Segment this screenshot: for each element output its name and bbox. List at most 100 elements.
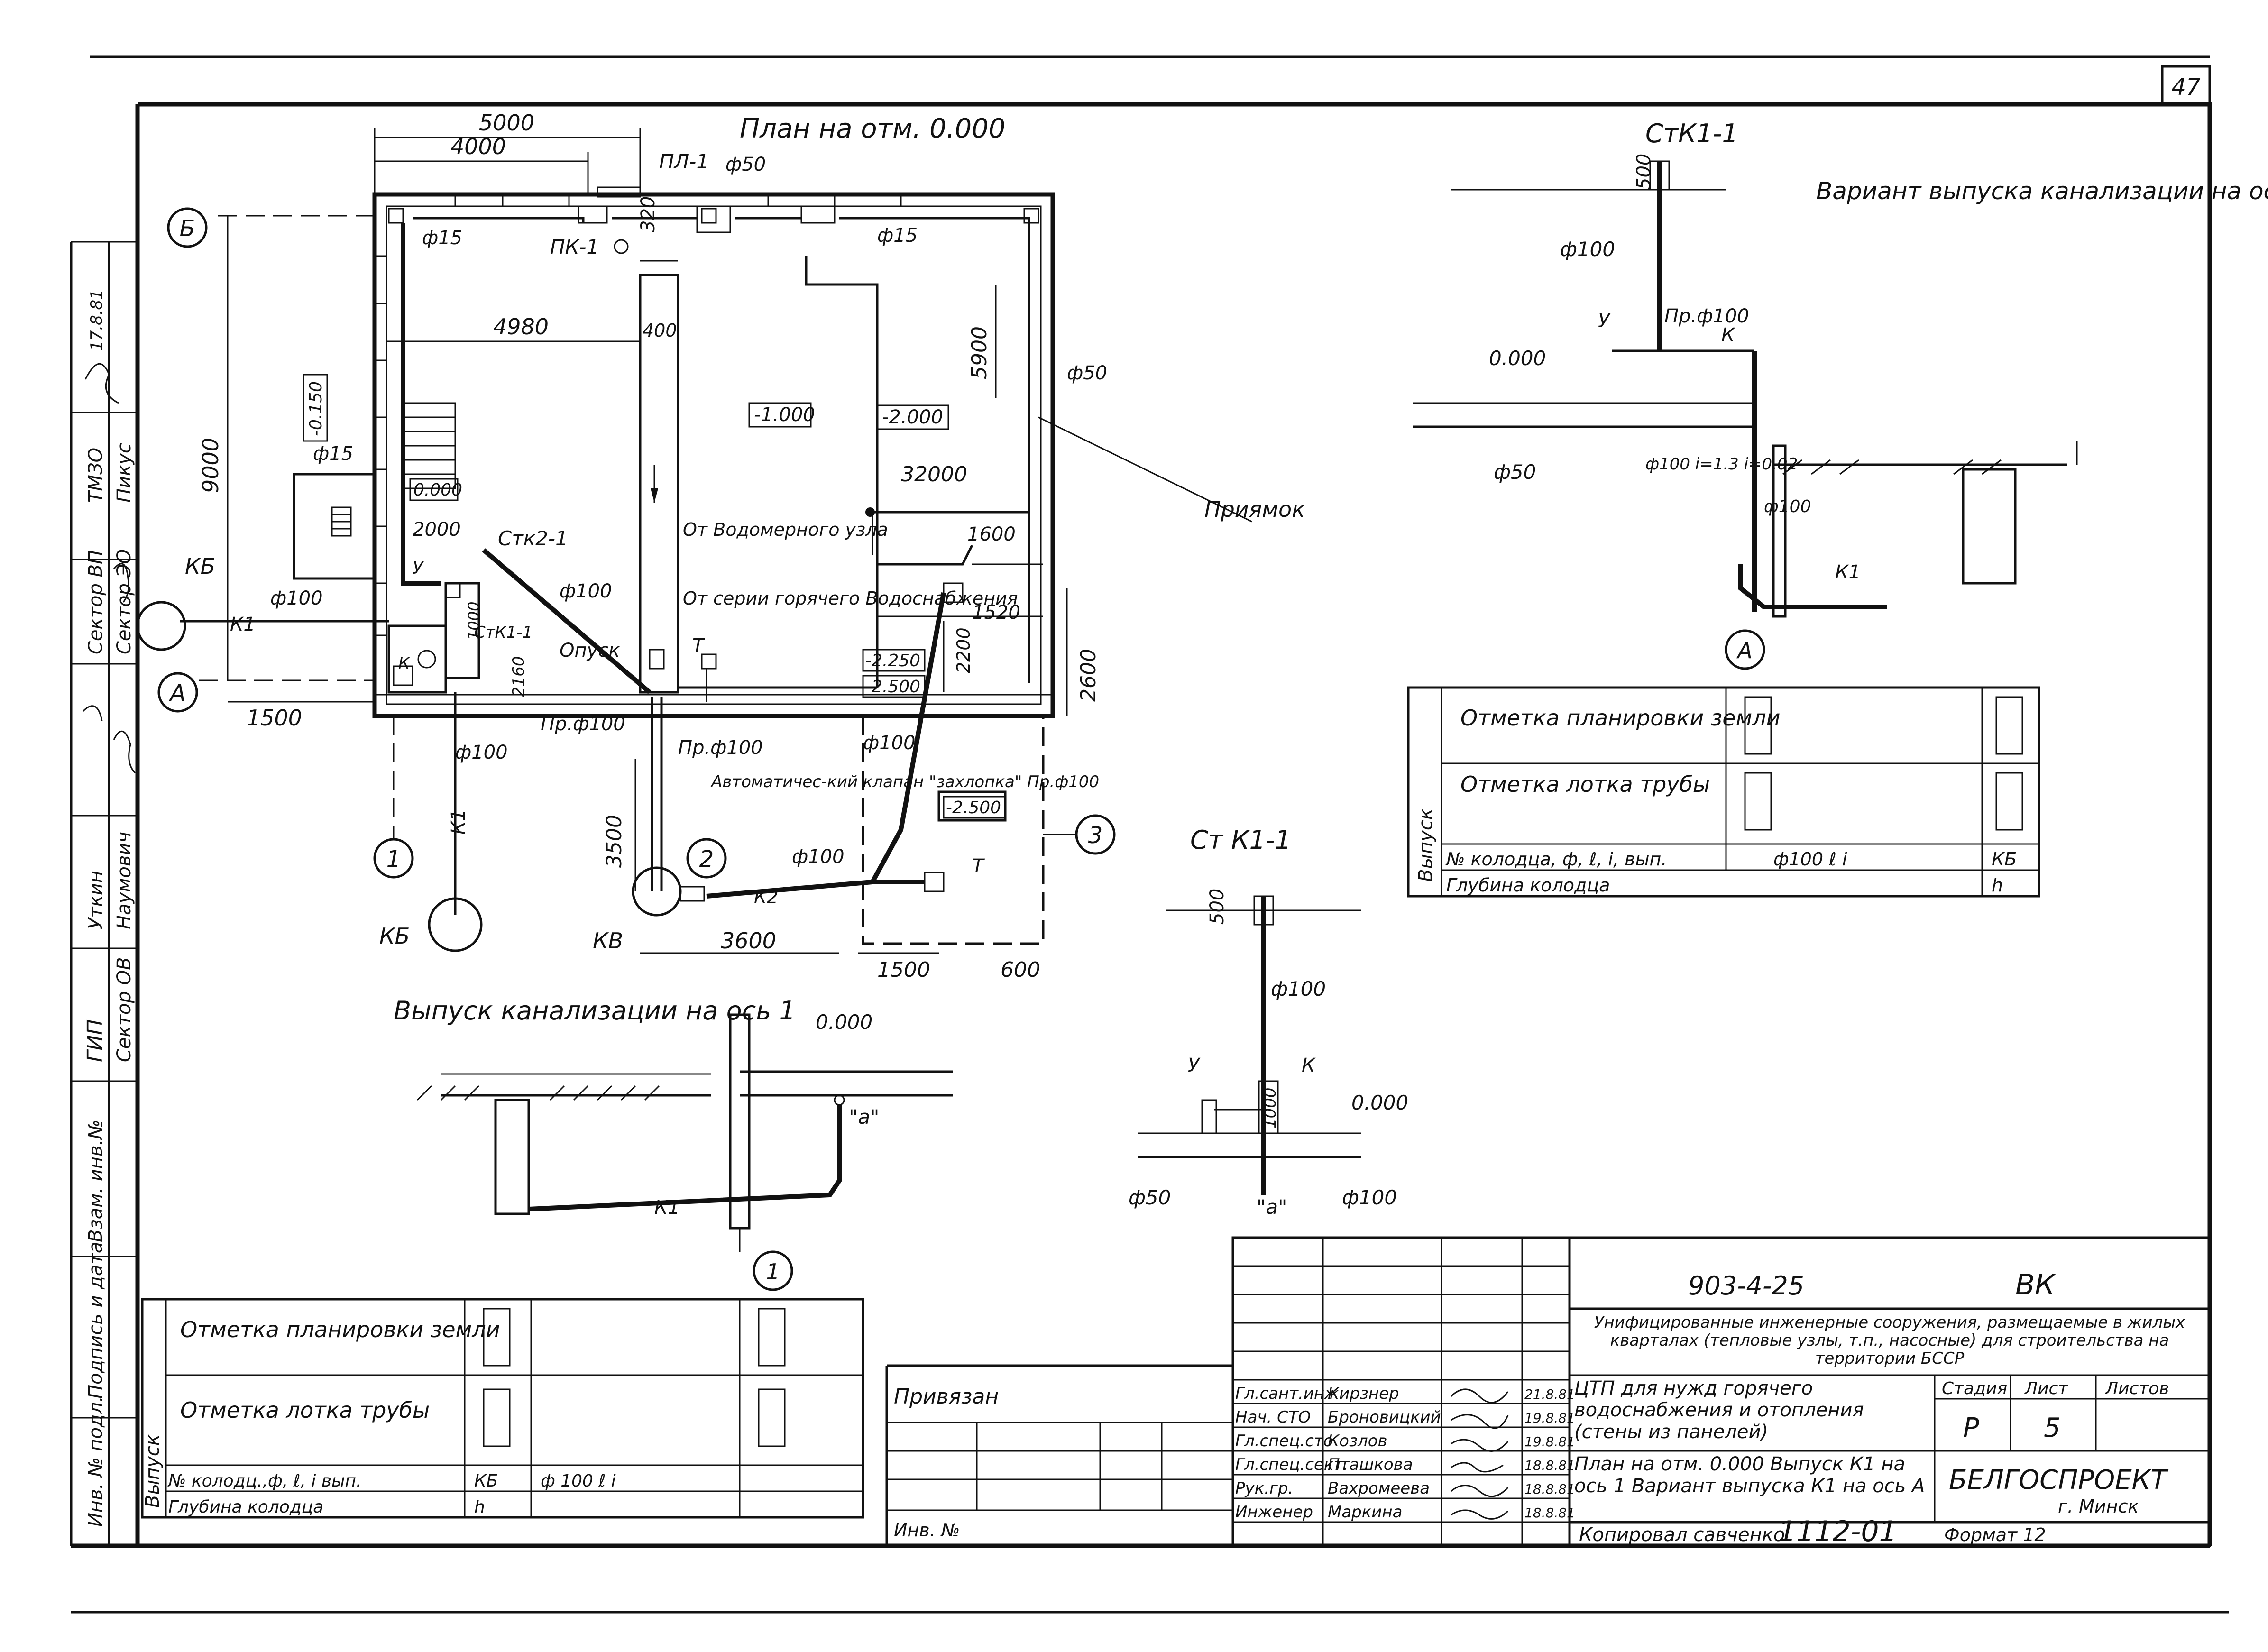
pipe-dia: ф100 — [270, 587, 323, 609]
stamp-role: Нач. СТО — [1235, 1408, 1311, 1427]
table-value: h — [1992, 875, 2003, 896]
table-row-label: № колодца, ф, ℓ, i, вып. — [1445, 849, 1667, 870]
inner-wall — [386, 205, 1042, 705]
stamp-sheet: 5 — [2044, 1413, 2061, 1443]
stair — [402, 402, 456, 489]
label-priamok: Приямок — [1204, 496, 1305, 522]
section-label: ф100 — [1271, 977, 1326, 1000]
pipe-dia: ф100 — [792, 846, 845, 868]
margin-label: Пикус — [113, 443, 135, 503]
soil-hatch — [1782, 459, 2002, 475]
axis-marker-3 — [1075, 814, 1116, 855]
sheet-code: 903-4-25 — [1688, 1271, 1804, 1301]
dim-label: 5900 — [967, 326, 992, 379]
stamp-date: 19.8.81 — [1524, 1410, 1575, 1426]
stamp-archive: 1112-01 — [1778, 1515, 1897, 1548]
table-value: КБ — [474, 1471, 498, 1491]
level-mark: -2.000 — [882, 406, 943, 428]
stamp-name: Броновицкий — [1328, 1408, 1441, 1427]
sheet-mark: ВК — [2015, 1268, 2056, 1302]
label-pk1: ПК-1 — [550, 235, 599, 258]
dim-label: 1520 — [972, 602, 1020, 624]
axis-label: Б — [180, 215, 195, 242]
dim-label: 5000 — [479, 110, 534, 136]
label-stk2: Стк2-1 — [498, 527, 568, 550]
stamp-sheet-title: План на отм. 0.000 Выпуск К1 на ось 1 Ва… — [1574, 1453, 1925, 1497]
label-avtoklapan: Автоматичес-кий клапан "захлопка" Пр.ф10… — [710, 772, 1099, 791]
stamp-sheets-label: Листов — [2104, 1379, 2169, 1398]
stamp-role: Гл.спец.сто — [1235, 1432, 1333, 1450]
axis-marker-a — [157, 672, 198, 713]
label-from-water: От Водомерного узла — [683, 519, 888, 540]
pipe-dia: ф15 — [422, 227, 462, 249]
label-kb: КБ — [185, 553, 215, 579]
label-t: Т — [692, 635, 706, 657]
margin-label: Наумович — [113, 832, 135, 929]
variant-label: ф100 — [1560, 238, 1615, 261]
label-y: У — [413, 559, 424, 578]
stamp-role: Инженер — [1235, 1503, 1313, 1522]
label-k2: К2 — [754, 887, 778, 908]
margin-label: ТМЗО — [85, 448, 107, 503]
dim-label: 2000 — [413, 519, 461, 541]
stamp-date: 18.8.81 — [1524, 1481, 1575, 1497]
variant-detail: СтК1-1 Вариант выпуска канализации на ос… — [1413, 119, 2268, 670]
variant-label: 0.000 — [1489, 347, 1546, 370]
stamp-name: Вахромеева — [1328, 1479, 1430, 1498]
section-label: 500 — [1206, 889, 1228, 925]
section-title: Ст К1-1 — [1190, 825, 1291, 855]
axis-marker-2 — [686, 838, 727, 879]
dim-label: 4000 — [450, 134, 506, 159]
pipe-dia: ф100 — [560, 580, 612, 602]
level-mark: -2.500 — [865, 677, 920, 697]
stamp-copied: Копировал савченко — [1579, 1524, 1785, 1546]
axis-marker-1 — [373, 838, 414, 879]
bound-label: Привязан — [894, 1385, 999, 1409]
level-mark: -2.500 — [946, 798, 1001, 817]
dim-label: 400 — [643, 320, 677, 341]
stamp-format: Формат 12 — [1944, 1524, 2046, 1545]
stamp-role: Гл.сант.инж. — [1235, 1384, 1344, 1403]
dim-label: 320 — [637, 196, 659, 232]
dim-label: 2160 — [509, 656, 528, 697]
title-block: Привязан Инв. № Гл.сант.инж. Кирзнер 21.… — [885, 1236, 2211, 1548]
interior-column — [639, 274, 679, 694]
label-kb: КБ — [379, 923, 410, 949]
vypusk1-label: 0.000 — [816, 1010, 872, 1034]
soil-hatch — [416, 1085, 660, 1101]
dim-label: 9000 — [198, 438, 223, 493]
table-row-label: Глубина колодца — [1446, 875, 1610, 896]
stamp-stage-label: Стадия — [1942, 1379, 2007, 1398]
margin-label: Инв. № подл. — [85, 1396, 107, 1527]
well-kv — [632, 866, 682, 917]
axis-label: 1 — [766, 1259, 780, 1285]
pipe-dia: ф50 — [1067, 362, 1107, 384]
stamp-signatures — [1450, 1388, 1509, 1520]
dim-label: 2200 — [953, 627, 974, 673]
axis-label: А — [169, 680, 186, 707]
table-value: КБ — [1992, 849, 2017, 870]
stamp-sheet-label: Лист — [2024, 1379, 2068, 1398]
label-stk1: СтК1-1 — [474, 623, 533, 642]
entrance-pit — [293, 473, 375, 580]
table-side-label: Выпуск — [142, 1434, 164, 1508]
stamp-date: 18.8.81 — [1524, 1505, 1575, 1521]
dim-label: 600 — [1001, 958, 1040, 982]
level-mark: -2.250 — [865, 651, 920, 670]
section-label: К — [1302, 1055, 1316, 1076]
label-k: К — [398, 654, 411, 673]
outlet-axis1: Выпуск канализации на ось 1 1 0.000 "а" … — [394, 996, 953, 1291]
table-row-label: Глубина колодца — [168, 1497, 323, 1517]
well-kb-2 — [428, 897, 483, 952]
axis-label: 2 — [699, 846, 714, 872]
stamp-role: Гл.спец.сект. — [1235, 1455, 1348, 1474]
dim-label: 3500 — [602, 815, 626, 868]
section-label: "а" — [1257, 1195, 1287, 1219]
margin-label: Взам. инв.№ — [85, 1120, 107, 1242]
wall-panels — [375, 194, 902, 636]
outlet-table-right: Отметка планировки земли Отметка лотка т… — [1407, 686, 2040, 898]
pipe-heating — [401, 223, 441, 586]
left-margin-strip: Инв. № подл. Подпись и дата Взам. инв.№ … — [70, 241, 138, 1546]
table-row-label: Отметка лотка трубы — [1460, 771, 1710, 797]
